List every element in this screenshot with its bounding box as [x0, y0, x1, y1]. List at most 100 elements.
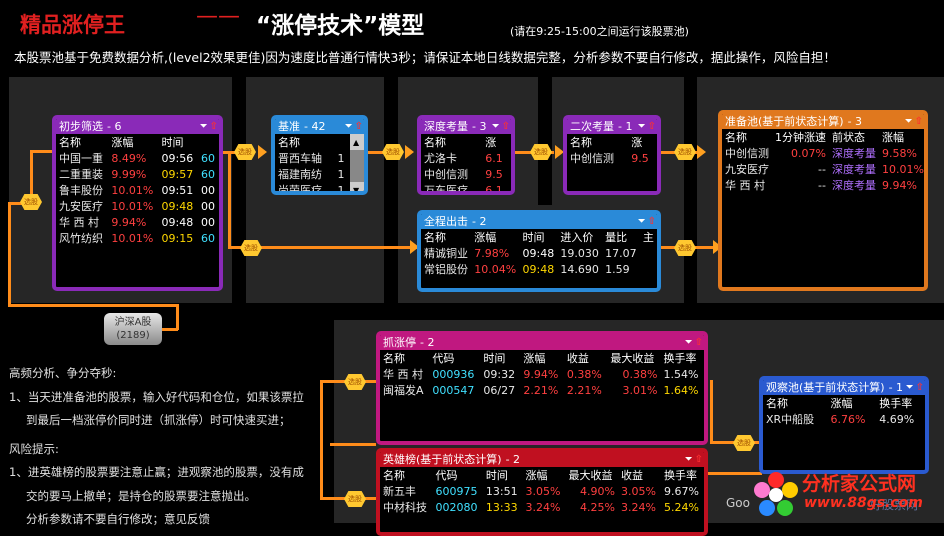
- selector-node[interactable]: 选股: [234, 144, 256, 160]
- run-time-note: (请在9:25-15:00之间运行该股票池): [510, 25, 689, 38]
- up-arrow-icon[interactable]: ⇧: [915, 382, 924, 393]
- up-arrow-icon[interactable]: ⇧: [647, 121, 656, 132]
- up-arrow-icon[interactable]: ⇧: [647, 216, 656, 227]
- up-arrow-icon[interactable]: ⇧: [209, 121, 218, 132]
- selector-node[interactable]: 选股: [382, 144, 404, 160]
- up-arrow-icon[interactable]: ⇧: [694, 337, 703, 348]
- selector-node[interactable]: 选股: [674, 240, 696, 256]
- scroll-up-icon[interactable]: ▲: [350, 134, 364, 150]
- stock-extra: 00: [201, 183, 216, 197]
- col-header: 最大收益: [568, 469, 613, 482]
- stock-name: 风竹纺织: [59, 232, 103, 245]
- stock-name: 尤洛卡: [424, 152, 457, 165]
- col-header: 1分钟涨速: [775, 131, 826, 144]
- source-pool-button[interactable]: 沪深A股 (2189): [104, 313, 162, 345]
- stock-turnover: 9.67%: [663, 484, 699, 498]
- up-arrow-icon[interactable]: ⇧: [694, 454, 703, 465]
- selector-node[interactable]: 选股: [240, 240, 262, 256]
- tips-heading-risk: 风险提示:: [9, 442, 59, 456]
- stock-change: 10.01%: [111, 183, 154, 197]
- up-arrow-icon[interactable]: ⇧: [914, 116, 923, 127]
- filter-icon[interactable]: ⏷: [684, 337, 693, 348]
- model-title: “涨停技术”模型: [256, 13, 425, 39]
- selector-node[interactable]: 选股: [530, 144, 552, 160]
- tips-line: 分析参数请不要自行修改；意见反馈: [26, 512, 210, 526]
- stock-name: 九安医疗: [59, 200, 103, 213]
- stock-change: 9.99%: [111, 167, 147, 181]
- filter-icon[interactable]: ⏷: [344, 121, 353, 132]
- up-arrow-icon[interactable]: ⇧: [501, 121, 510, 132]
- flow-arrow: [258, 145, 267, 159]
- filter-icon[interactable]: ⏷: [637, 216, 646, 227]
- stock-extra: 00: [201, 199, 216, 213]
- filter-icon[interactable]: ⏷: [904, 116, 913, 127]
- stock-change: 10.01%: [882, 162, 924, 176]
- stock-time: 09:48: [522, 262, 555, 276]
- stock-time: 13:33: [485, 500, 518, 514]
- stock-extra: 60: [201, 167, 216, 181]
- filter-icon[interactable]: ⏷: [637, 121, 646, 132]
- tips-line: 1、当天进准备池的股票，输入好代码和仓位，如果该票拉: [9, 390, 304, 404]
- pool-description: 本股票池基于免费数据分析,(level2效果更佳)因为速度比普通行情快3秒；请保…: [14, 50, 836, 65]
- filter-icon[interactable]: ⏷: [491, 121, 500, 132]
- flow-line: [30, 150, 33, 205]
- scrollbar-track[interactable]: [350, 150, 364, 166]
- filter-icon[interactable]: ⏷: [905, 382, 914, 393]
- stock-change: 9.94%: [882, 178, 917, 192]
- col-header: 涨幅: [523, 352, 546, 365]
- stock-speed: --: [818, 162, 826, 176]
- selector-node[interactable]: 选股: [20, 194, 42, 210]
- scrollbar-track[interactable]: [350, 166, 364, 182]
- selector-node[interactable]: 选股: [344, 491, 366, 507]
- panel-count: - 3: [847, 115, 863, 128]
- selector-node[interactable]: 选股: [674, 144, 696, 160]
- up-arrow-icon[interactable]: ⇧: [354, 121, 363, 132]
- flow-arrow: [410, 240, 419, 254]
- stock-name: 中创信测: [570, 152, 614, 165]
- flow-line: [8, 202, 11, 307]
- panel-heroes[interactable]: 英雄榜(基于前状态计算)- 2 ⏷⇧ 名称代码时间涨幅最大收益收益换手率 新五丰…: [376, 448, 708, 536]
- filter-icon[interactable]: ⏷: [684, 454, 693, 465]
- stock-name: 中材科技: [383, 501, 427, 514]
- stock-name: 中国一重: [59, 152, 103, 165]
- scroll-down-icon[interactable]: ▼: [350, 182, 364, 191]
- stock-max-gain: 4.90%: [580, 484, 615, 498]
- selector-node[interactable]: 选股: [344, 374, 366, 390]
- col-header: 前状态: [832, 131, 865, 144]
- flow-line: [228, 246, 244, 249]
- filter-icon[interactable]: ⏷: [199, 121, 208, 132]
- selector-node[interactable]: 选股: [733, 435, 755, 451]
